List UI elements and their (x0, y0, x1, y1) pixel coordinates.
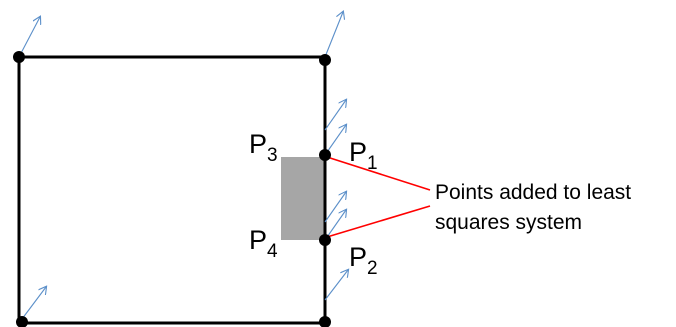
point-bottom-right (319, 316, 331, 327)
annotation-line-1: Points added to least (435, 181, 631, 204)
leader-lines (326, 156, 431, 238)
normal-arrow-top-right (324, 12, 343, 58)
point-p1 (319, 149, 331, 161)
normal-arrow-top-left (18, 17, 40, 58)
shaded-region (281, 157, 325, 240)
square-outline (17, 55, 327, 325)
point-top-right (319, 54, 331, 66)
normal-arrow-p2-upper (324, 192, 346, 223)
normal-arrow-bottom-right (324, 270, 348, 301)
point-p2 (319, 234, 331, 246)
normal-arrow-p2 (324, 210, 346, 241)
leader-line-p1 (326, 156, 431, 191)
normal-arrow-p1-upper (324, 100, 346, 131)
point-bottom-left (16, 316, 28, 327)
annotation-line-2: squares system (435, 211, 582, 234)
vertex-points (13, 51, 331, 327)
label-p4: P4 (249, 225, 278, 262)
leader-line-p2 (326, 205, 431, 238)
label-p2: P2 (349, 242, 378, 279)
label-p3: P3 (249, 129, 278, 166)
label-p1: P1 (349, 137, 378, 174)
normal-arrow-p1 (324, 125, 346, 156)
point-top-left (13, 51, 25, 63)
